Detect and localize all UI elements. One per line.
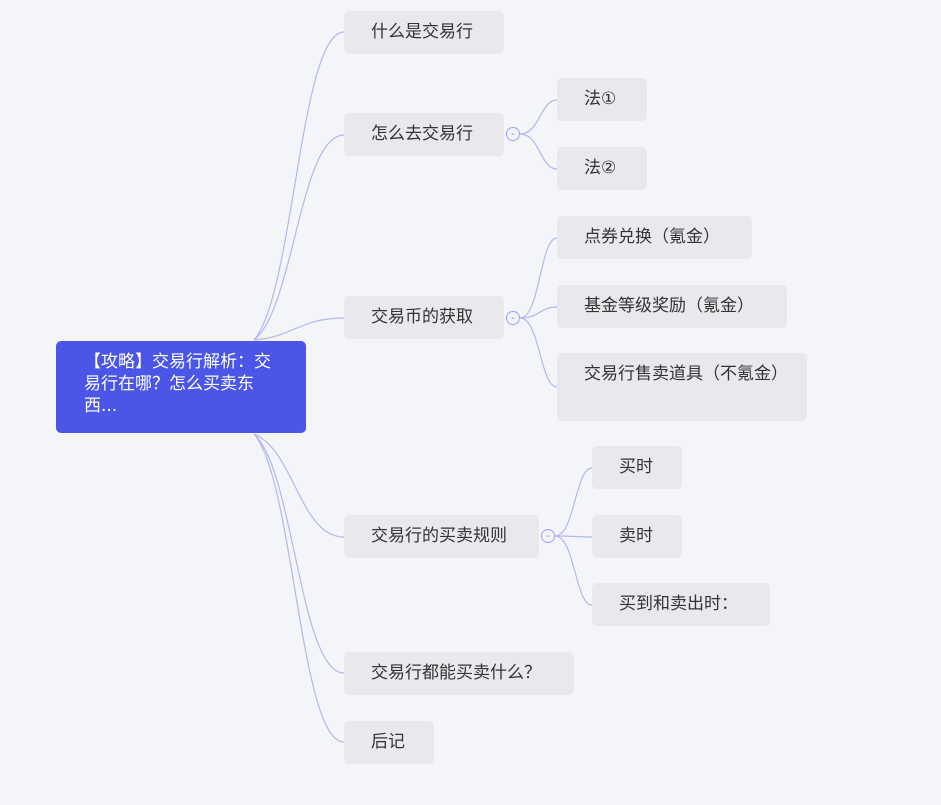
link-b3-child-1: [519, 237, 558, 319]
link-b4-child-3: [554, 535, 593, 606]
leaf-node-fund-level-reward[interactable]: 基金等级奖励（氪金）: [557, 285, 787, 328]
root-node[interactable]: 【攻略】交易行解析：交易行在哪？怎么买卖东西...: [56, 341, 306, 433]
link-b3-child-2: [519, 306, 558, 319]
root-node-label: 【攻略】交易行解析：交易行在哪？怎么买卖东西...: [84, 352, 271, 416]
collapse-symbol: -: [511, 311, 515, 324]
leaf-node-sell-items[interactable]: 交易行售卖道具（不氪金）: [557, 353, 807, 421]
collapse-symbol: -: [511, 127, 515, 140]
leaf-node-label: 法①: [584, 89, 617, 109]
branch-node-label: 交易行都能买卖什么？: [371, 663, 541, 683]
link-root-b5: [253, 433, 345, 674]
branch-node-label: 后记: [371, 732, 405, 752]
leaf-node-method-2[interactable]: 法②: [557, 147, 647, 190]
link-b4-child-1: [554, 467, 593, 537]
leaf-node-when-selling[interactable]: 卖时: [592, 515, 682, 558]
branch-node-afterword[interactable]: 后记: [344, 721, 434, 764]
leaf-node-when-buying[interactable]: 买时: [592, 446, 682, 489]
leaf-node-label: 卖时: [619, 526, 653, 546]
branch-node-trade-rules[interactable]: 交易行的买卖规则: [344, 515, 539, 558]
collapse-toggle-trade-rules[interactable]: -: [541, 529, 555, 543]
link-b4-child-2: [554, 535, 593, 538]
link-root-b3: [253, 317, 345, 341]
leaf-node-method-1[interactable]: 法①: [557, 78, 647, 121]
branch-node-what-can-trade[interactable]: 交易行都能买卖什么？: [344, 652, 574, 695]
leaf-node-label: 法②: [584, 158, 617, 178]
branch-node-label: 交易币的获取: [371, 307, 473, 327]
link-b2-child-2: [519, 133, 558, 170]
leaf-node-label: 买时: [619, 457, 653, 477]
leaf-node-label: 点券兑换（氪金）: [584, 227, 720, 247]
branch-node-get-currency[interactable]: 交易币的获取: [344, 296, 504, 339]
branch-node-label: 交易行的买卖规则: [371, 526, 507, 546]
collapse-toggle-get-currency[interactable]: -: [506, 311, 520, 325]
link-root-b6: [253, 433, 345, 743]
collapse-symbol: -: [546, 529, 550, 542]
leaf-node-label: 基金等级奖励（氪金）: [584, 296, 754, 316]
link-b3-child-3: [519, 317, 558, 388]
branch-node-label: 什么是交易行: [371, 22, 473, 42]
branch-node-label: 怎么去交易行: [371, 124, 473, 144]
branch-node-what-is-exchange[interactable]: 什么是交易行: [344, 11, 504, 54]
leaf-node-label: 交易行售卖道具（不氪金）: [584, 364, 788, 384]
leaf-node-when-bought-sold[interactable]: 买到和卖出时：: [592, 583, 770, 626]
link-root-b1: [253, 31, 345, 341]
leaf-node-voucher-exchange[interactable]: 点券兑换（氪金）: [557, 216, 752, 259]
link-root-b4: [253, 433, 345, 538]
branch-node-how-to-go[interactable]: 怎么去交易行: [344, 113, 504, 156]
link-b2-child-1: [519, 99, 558, 135]
link-root-b2: [253, 134, 345, 341]
collapse-toggle-how-to-go[interactable]: -: [506, 127, 520, 141]
leaf-node-label: 买到和卖出时：: [619, 594, 738, 614]
